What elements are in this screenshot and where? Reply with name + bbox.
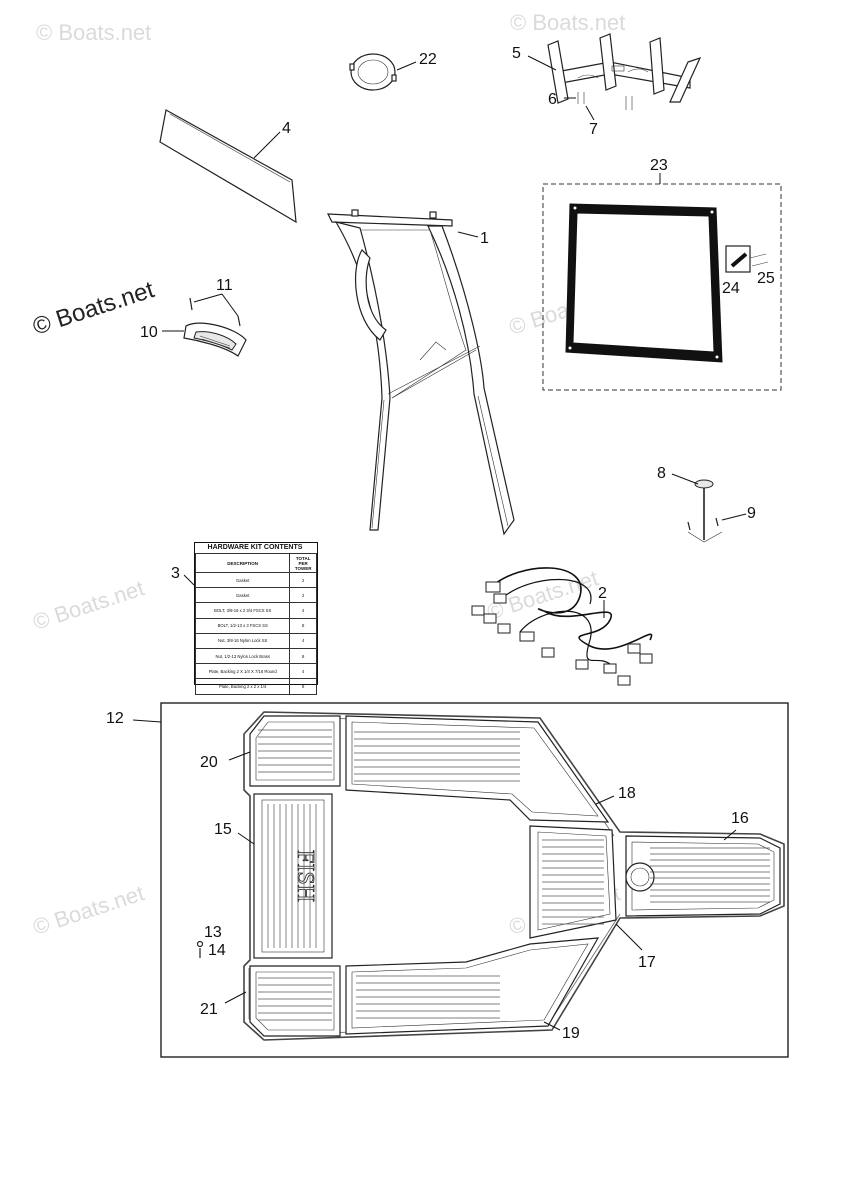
callout-18: 18 — [618, 785, 636, 802]
row-description: BOLT, 3/8-16 x 2 3/4 FSCS SS — [194, 602, 291, 619]
part-25-screws — [749, 253, 769, 267]
row-quantity: 4 — [289, 632, 317, 649]
part-9-screws — [687, 517, 719, 531]
watermark-dark: © Boats.net — [30, 276, 158, 341]
row-quantity: 4 — [289, 602, 317, 619]
callout-2: 2 — [598, 585, 607, 602]
deck-mat-outline — [243, 711, 785, 1041]
part-24-switch — [725, 245, 751, 273]
callout-4: 4 — [282, 120, 291, 137]
callout-25: 25 — [757, 270, 775, 287]
callout-20: 20 — [200, 754, 218, 771]
part-4-panel — [159, 109, 297, 224]
part-2-wiring-harness — [471, 567, 653, 686]
row-quantity: 8 — [289, 617, 317, 634]
mat-plank-lines — [258, 729, 770, 1021]
part-13-14-fasteners — [196, 940, 204, 958]
callout-6: 6 — [548, 91, 557, 108]
part-1-tower — [327, 209, 515, 536]
row-quantity: 4 — [289, 663, 317, 680]
row-quantity: 8 — [289, 678, 317, 695]
mat-lettering: FISH — [292, 850, 318, 902]
row-quantity: 8 — [289, 647, 317, 665]
callout-15: 15 — [214, 821, 232, 838]
table-header-total: TOTAL PER TOWER — [289, 553, 317, 573]
watermark: © Boats.net — [510, 10, 625, 35]
watermark: © Boats.net — [30, 575, 147, 634]
part-8-cleat — [687, 479, 723, 543]
callout-5: 5 — [512, 45, 521, 62]
part-15-mat-section — [253, 793, 333, 959]
part-18-mat-section — [345, 715, 610, 823]
part-12-mat-kit-box — [160, 702, 789, 1058]
part-22-ring — [349, 53, 397, 91]
part-19-mat-section — [345, 937, 600, 1035]
callout-23: 23 — [650, 157, 668, 174]
callout-17: 17 — [638, 954, 656, 971]
callout-11: 11 — [216, 277, 233, 294]
callout-13: 13 — [204, 924, 222, 941]
table-header-description: DESCRIPTION — [194, 553, 291, 573]
row-quantity: 2 — [289, 587, 317, 604]
callout-16: 16 — [731, 810, 749, 827]
watermark: © Boats.net — [30, 880, 147, 939]
callout-9: 9 — [747, 505, 756, 522]
row-description: Plate, Backing 2 X 1/4 X 7/16 Round — [194, 663, 291, 680]
row-description: Nut, 3/8-16 Nylon Lock SS — [194, 632, 291, 649]
callout-1: 1 — [480, 230, 489, 247]
hardware-kit-title: HARDWARE KIT CONTENTS — [207, 544, 303, 551]
part-23-gasket-frame — [565, 203, 723, 363]
callout-12: 12 — [106, 710, 124, 727]
callout-19: 19 — [562, 1025, 580, 1042]
callout-8: 8 — [657, 465, 666, 482]
row-description: Gasket — [194, 587, 291, 604]
part-23-kit-outline — [542, 183, 782, 391]
callout-24: 24 — [722, 280, 740, 297]
callout-7: 7 — [589, 121, 598, 138]
callout-21: 21 — [200, 1001, 218, 1018]
part-5-rod-holder-rack — [547, 33, 702, 104]
part-11-screws — [189, 297, 241, 327]
callout-22: 22 — [419, 51, 437, 68]
row-description: Nut, 1/2-13 Nylon Lock Brass — [194, 647, 291, 665]
callout-10: 10 — [140, 324, 158, 341]
part-6-screws — [577, 92, 633, 110]
row-quantity: 2 — [289, 571, 317, 589]
part-10-handle — [183, 322, 247, 357]
watermark: © Boats.net — [36, 20, 151, 45]
row-description: Plate, Backing 2 x 2 x 1/4 — [194, 678, 291, 695]
row-description: BOLT, 1/2-13 x 3 FSCS SS — [194, 617, 291, 634]
row-description: Gasket — [194, 571, 291, 589]
callout-3: 3 — [171, 565, 180, 582]
part-21-mat-section — [249, 965, 341, 1037]
callout-14: 14 — [208, 942, 226, 959]
